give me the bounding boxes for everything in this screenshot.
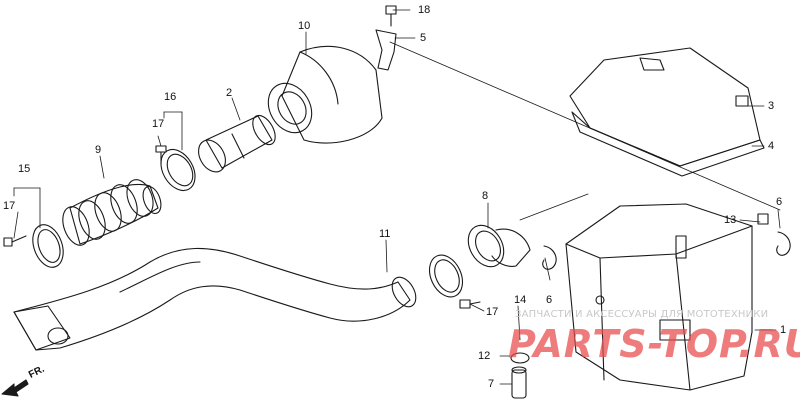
hose-clamp-16 [160, 148, 196, 192]
hose-clamp-15 [32, 224, 64, 268]
callout-18: 18 [418, 4, 431, 16]
bolt-17-b [3, 235, 27, 247]
leader-lines [13, 9, 781, 385]
hose-7 [511, 366, 527, 399]
callout-4: 4 [768, 140, 775, 152]
intake-tube [198, 114, 276, 173]
watermark-text: ЗАПЧАСТИ И АКСЕССУАРЫ ДЛЯ МОТОТЕХНИКИ [515, 309, 769, 320]
callout-6-a: 6 [546, 294, 553, 306]
hose-clip-6-a [542, 245, 557, 270]
callout-6-b: 6 [776, 196, 783, 208]
hose-clip-6-b [776, 231, 791, 256]
callout-17-a: 17 [152, 118, 165, 130]
mounting-bracket [375, 29, 397, 71]
callout-3: 3 [768, 100, 775, 112]
air-joint [467, 224, 531, 268]
bolt-18 [385, 5, 397, 27]
hose-clamp-14 [428, 254, 464, 298]
bolt-13 [757, 213, 769, 225]
callout-14: 14 [514, 294, 527, 306]
callout-17-c: 17 [486, 306, 499, 318]
callout-8: 8 [482, 190, 489, 202]
inlet-duct [13, 247, 417, 351]
bellows-hose [62, 179, 162, 246]
callout-17-b: 17 [3, 200, 16, 212]
callout-9: 9 [95, 144, 102, 156]
bolt-17-c [459, 299, 481, 309]
callout-11: 11 [379, 228, 391, 240]
bolt-17-a [155, 145, 167, 165]
callout-16: 16 [164, 91, 177, 103]
callout-1: 1 [780, 324, 787, 336]
watermark-logo: PARTS-TOP.RU [508, 322, 800, 366]
front-direction-arrow [1, 379, 29, 397]
callout-13: 13 [724, 214, 737, 226]
callout-7: 7 [488, 378, 495, 390]
air-filter-element [267, 45, 383, 144]
clip-12 [510, 352, 530, 364]
air-cleaner-case [565, 203, 753, 391]
callout-10: 10 [298, 20, 311, 32]
callout-5: 5 [420, 32, 427, 44]
air-cleaner-cover [569, 47, 765, 177]
callout-12: 12 [478, 350, 491, 362]
callout-15: 15 [18, 163, 31, 175]
callout-2: 2 [226, 87, 233, 99]
